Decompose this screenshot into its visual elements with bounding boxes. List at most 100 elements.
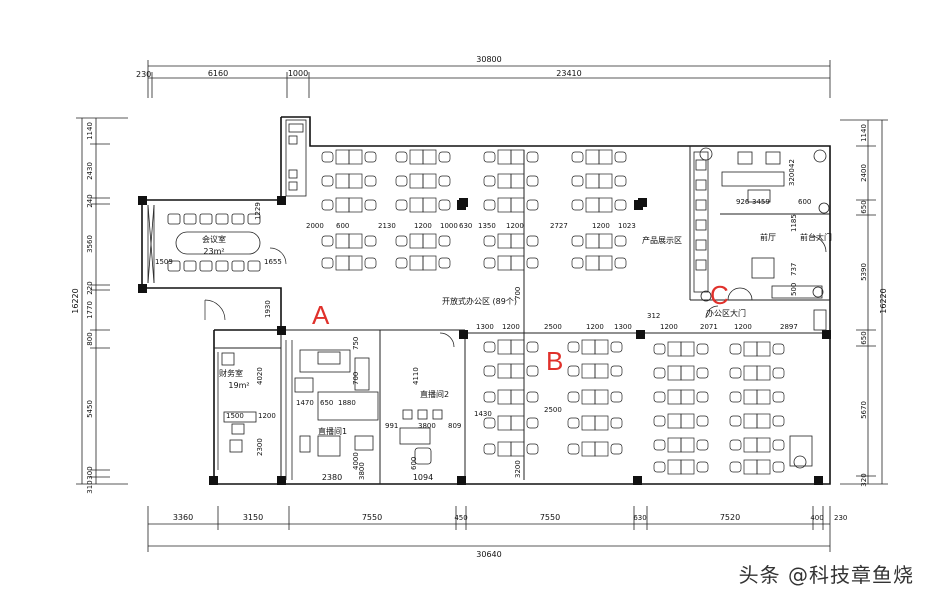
desk bbox=[348, 197, 363, 213]
dim-1048: 3800 bbox=[358, 462, 366, 480]
desk bbox=[335, 149, 350, 165]
desk bbox=[422, 255, 437, 271]
chair bbox=[614, 175, 627, 187]
desk bbox=[581, 363, 596, 379]
desk bbox=[422, 173, 437, 189]
dim-row1-0: 2000 bbox=[306, 222, 324, 230]
desk bbox=[585, 149, 600, 165]
chair bbox=[653, 391, 666, 403]
door-swing bbox=[204, 247, 287, 321]
upper-desk-clusters bbox=[321, 149, 627, 271]
chair bbox=[526, 151, 539, 163]
desk bbox=[510, 415, 525, 431]
dim-1509: 1509 bbox=[155, 258, 173, 266]
dim-2500: 2500 bbox=[544, 406, 562, 414]
chair bbox=[483, 417, 496, 429]
chair bbox=[614, 151, 627, 163]
bottom-dimension bbox=[147, 506, 831, 552]
desk bbox=[594, 389, 609, 405]
chair bbox=[526, 391, 539, 403]
chair bbox=[696, 415, 709, 427]
desk bbox=[510, 363, 525, 379]
chair bbox=[483, 443, 496, 455]
chair bbox=[772, 343, 785, 355]
dim-row1-7: 1200 bbox=[506, 222, 524, 230]
top-part-1: 230 bbox=[136, 70, 151, 79]
desk bbox=[581, 441, 596, 457]
chair bbox=[571, 151, 584, 163]
chair bbox=[438, 151, 451, 163]
dim-row1-3: 1200 bbox=[414, 222, 432, 230]
desk bbox=[598, 233, 613, 249]
chair bbox=[571, 235, 584, 247]
desk bbox=[422, 149, 437, 165]
dim-600-b: 737 bbox=[790, 263, 798, 276]
desk bbox=[743, 389, 758, 405]
desk bbox=[581, 415, 596, 431]
desk bbox=[409, 173, 424, 189]
chair bbox=[729, 439, 742, 451]
dim-row2-1: 1200 bbox=[502, 323, 520, 331]
watermark: 头条 @科技章鱼烧 bbox=[738, 563, 914, 587]
desk bbox=[594, 441, 609, 457]
finance-furniture bbox=[217, 352, 257, 470]
chair bbox=[729, 343, 742, 355]
chair bbox=[696, 461, 709, 473]
right-part-5: 650 bbox=[860, 331, 868, 344]
desk bbox=[497, 255, 512, 271]
left-dimension bbox=[76, 117, 128, 485]
top-part-3: 1000 bbox=[288, 69, 308, 78]
chair bbox=[567, 443, 580, 455]
bottom-part-2: 3150 bbox=[243, 513, 263, 522]
chair bbox=[610, 341, 623, 353]
left-part-7: 800 bbox=[86, 332, 94, 345]
desk bbox=[680, 341, 695, 357]
desk bbox=[348, 255, 363, 271]
chair bbox=[567, 341, 580, 353]
chair bbox=[364, 151, 377, 163]
desk bbox=[743, 459, 758, 475]
top-dimension bbox=[147, 60, 831, 98]
dim-row2-5: 312 bbox=[647, 312, 660, 320]
dim-1655: 1655 bbox=[264, 258, 282, 266]
desk bbox=[667, 459, 682, 475]
dim-row1-8: 2727 bbox=[550, 222, 568, 230]
dim-row1-5: 630 bbox=[459, 222, 472, 230]
chair bbox=[526, 341, 539, 353]
desk bbox=[585, 233, 600, 249]
desk bbox=[756, 437, 771, 453]
chair bbox=[321, 199, 334, 211]
dim-row2-2: 2500 bbox=[544, 323, 562, 331]
zone-mark-a: A bbox=[312, 300, 330, 330]
chair bbox=[364, 235, 377, 247]
left-part-8: 5450 bbox=[86, 400, 94, 418]
dim-row1-9: 1200 bbox=[592, 222, 610, 230]
dim-1185: 500 bbox=[790, 283, 798, 296]
dim-3200: 3459 bbox=[752, 198, 770, 206]
chair bbox=[321, 175, 334, 187]
top-part-4: 23410 bbox=[556, 69, 581, 78]
inner-pillars bbox=[457, 200, 643, 210]
dim-row1-4: 1000 bbox=[440, 222, 458, 230]
chair bbox=[526, 235, 539, 247]
chair bbox=[571, 257, 584, 269]
bottom-part-3: 7550 bbox=[362, 513, 382, 522]
dim-3800: 1094 bbox=[413, 473, 433, 482]
chair bbox=[567, 417, 580, 429]
dim-700-c: 3200 bbox=[788, 168, 796, 186]
dim-991: 991 bbox=[385, 422, 398, 430]
chair bbox=[696, 367, 709, 379]
chair bbox=[395, 175, 408, 187]
chair bbox=[364, 175, 377, 187]
desk bbox=[335, 197, 350, 213]
right-part-4: 5390 bbox=[860, 263, 868, 281]
chair bbox=[772, 391, 785, 403]
desk bbox=[497, 197, 512, 213]
desk bbox=[335, 255, 350, 271]
dim-row2-0: 1300 bbox=[476, 323, 494, 331]
desk bbox=[497, 149, 512, 165]
chair bbox=[526, 257, 539, 269]
dim-1930: 1930 bbox=[264, 300, 272, 318]
desk bbox=[756, 365, 771, 381]
